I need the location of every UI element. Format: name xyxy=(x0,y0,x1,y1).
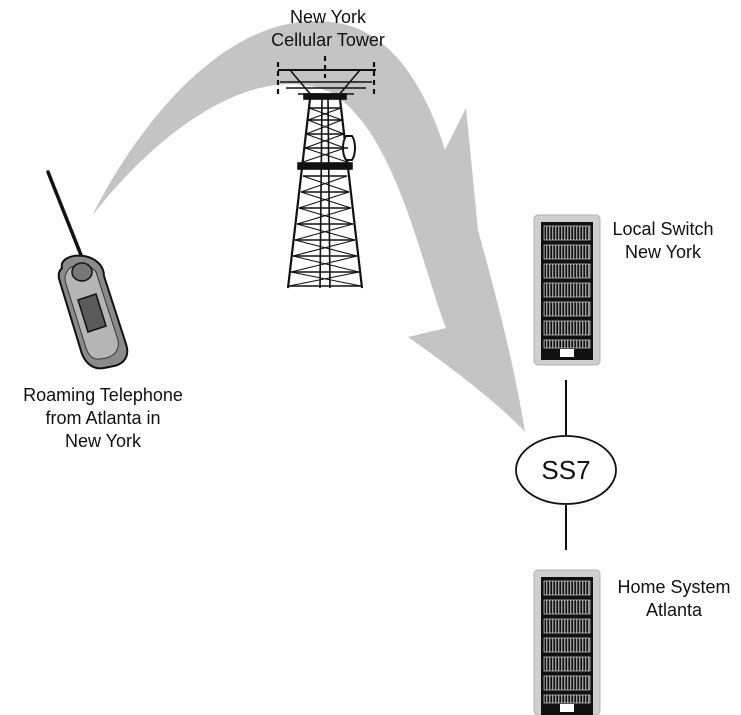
tower-label: New York Cellular Tower xyxy=(248,6,408,52)
phone-label: Roaming Telephone from Atlanta in New Yo… xyxy=(4,384,202,453)
local-switch-icon xyxy=(533,214,601,366)
phone-label-line3: New York xyxy=(64,431,142,451)
local-switch-label-line1: Local Switch xyxy=(612,219,714,239)
signal-path-arrow xyxy=(92,21,525,432)
home-system-icon xyxy=(533,569,601,715)
ss7-label: SS7 xyxy=(541,454,591,485)
cell-phone-icon xyxy=(46,170,129,370)
tower-label-line2: Cellular Tower xyxy=(271,30,385,50)
home-system-label: Home System Atlanta xyxy=(604,576,741,622)
local-switch-label-line2: New York xyxy=(624,242,702,262)
home-system-label-line1: Home System xyxy=(617,577,731,597)
phone-label-line1: Roaming Telephone xyxy=(23,385,183,405)
home-system-label-line2: Atlanta xyxy=(645,600,703,620)
tower-label-line1: New York xyxy=(289,7,367,27)
local-switch-label: Local Switch New York xyxy=(600,218,726,264)
cellular-tower-icon xyxy=(276,56,376,289)
ss7-node xyxy=(515,435,617,505)
phone-label-line2: from Atlanta in xyxy=(45,408,161,428)
